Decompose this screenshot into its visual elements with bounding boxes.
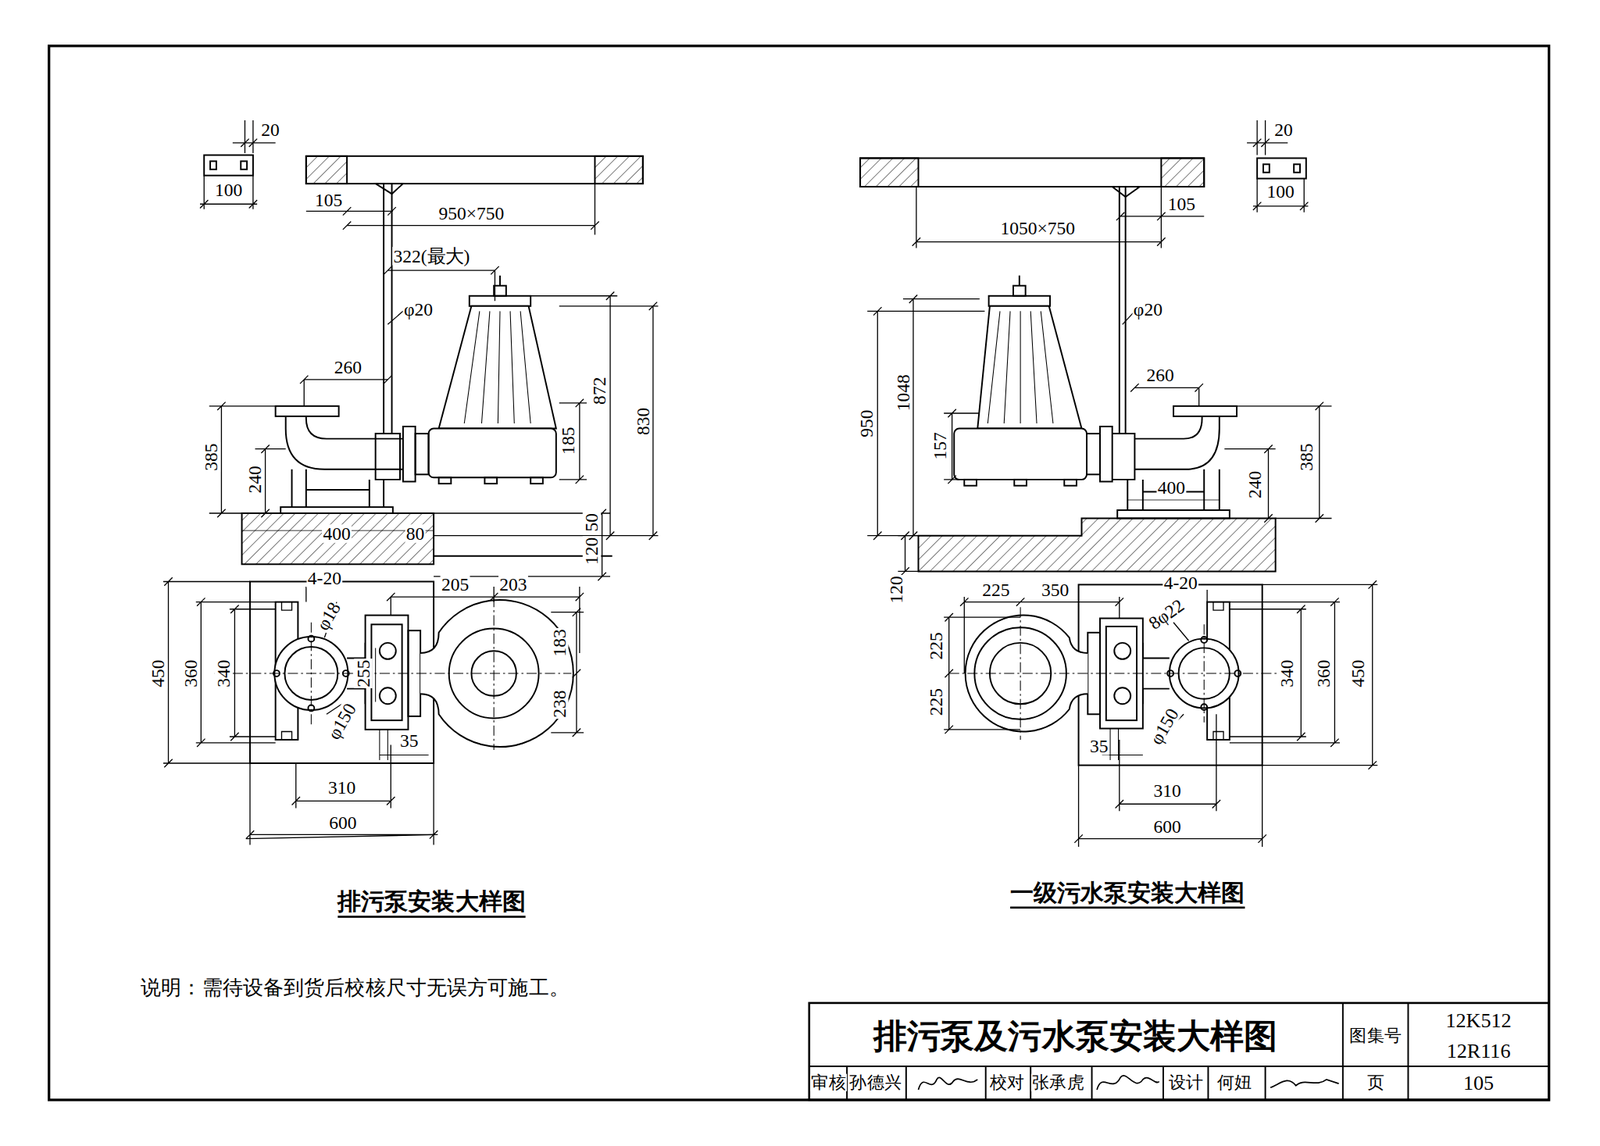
dimension-text: 100 [214,180,244,200]
dimension-text: 340 [214,658,233,689]
dimension-text: 105 [314,190,344,210]
dimension-text: 350 [1040,580,1071,600]
dimension-text: 1050×750 [999,219,1076,239]
dimension-text: 225 [926,631,946,661]
title-block [809,1003,1550,1100]
dimension-text: 205 [440,575,471,595]
view-caption: 一级污水泵安装大样图 [1009,881,1247,905]
dimension-text: 450 [1349,658,1368,689]
dimension-text: 830 [633,406,653,436]
dimension-text: 35 [1089,736,1110,756]
dimension-text: 385 [202,442,222,472]
dimension-text: 35 [399,731,420,750]
title-block-cell: 何妞 [1216,1074,1254,1092]
dimension-text: 385 [1296,442,1316,472]
view-caption: 排污泵安装大样图 [336,890,527,915]
dimension-text: 360 [181,658,200,689]
dimension-text: 203 [498,575,529,595]
dimension-text: 310 [1152,781,1183,800]
title-block-cell: 图集号 [1348,1027,1403,1045]
title-block-cell: 页 [1365,1074,1386,1092]
dimension-text: 120 [886,575,906,605]
dimension-text: 400 [1156,478,1186,498]
dimension-text: 20 [1273,120,1294,140]
sewage-pump-elevation [203,155,643,565]
primary-sewage-pump-plan [949,584,1286,765]
dimension-text: 225 [926,687,946,718]
title-block-cell: 孙德兴 [848,1074,903,1092]
note-text: 说明：需待设备到货后校核尺寸无误方可施工。 [139,977,571,998]
dimension-text: 225 [981,580,1011,600]
dimension-text: φ18 [312,598,344,635]
dimension-text: 105 [1167,194,1197,214]
dimension-lines [163,577,584,845]
dimension-text: 8φ22 [1144,595,1189,634]
dimension-text: 120 [582,535,602,566]
primary-sewage-pump-elevation [860,157,1307,572]
title-block-cell: 12K512 [1444,1010,1513,1031]
dimension-text: 1048 [893,373,913,413]
dimension-text: 600 [328,813,358,833]
title-block-cell: 设计 [1167,1074,1204,1092]
dimension-lines [200,120,658,581]
dimension-text: 360 [1314,658,1333,689]
dimension-text: φ20 [403,300,435,319]
title-block-cell: 张承虎 [1031,1074,1086,1092]
dimension-text: 50 [582,512,602,533]
title-block-cell: 105 [1462,1072,1496,1093]
dimension-text: φ20 [1132,300,1165,319]
dimension-text: 240 [1246,469,1265,500]
dimension-lines [867,120,1332,576]
dimension-text: 260 [332,357,363,377]
dimension-text: 100 [1265,182,1296,202]
title-block-cell: 审核 [810,1074,847,1092]
dimension-text: 450 [149,658,168,689]
dimension-text: 183 [550,628,569,658]
dimension-text: 4-20 [306,569,343,589]
dimension-text: 260 [1145,366,1175,386]
dimension-text: 950 [857,408,876,439]
dimension-text: 950×750 [437,203,505,223]
dimension-text: 255 [353,658,373,689]
title-block-cell: 校对 [989,1074,1026,1092]
sewage-pump-plan [214,581,574,763]
dimension-text: 400 [321,524,352,543]
dimension-text: 322(最大) [392,246,472,266]
dimension-lines [943,580,1378,847]
dimension-text: 310 [327,778,358,798]
dimension-text: 157 [930,431,950,461]
dimension-text: 20 [260,120,281,140]
dimension-text: 4-20 [1162,573,1199,593]
dimension-text: 238 [550,689,569,719]
dimension-text: 80 [405,524,426,543]
dimension-text: 340 [1277,658,1297,689]
dimension-text: φ150 [1146,704,1183,749]
drawing-title: 排污泵及污水泵安装大样图 [872,1018,1279,1053]
dimension-text: 185 [559,425,579,456]
dimension-text: 240 [246,464,265,495]
title-block-cell: 12R116 [1445,1040,1511,1061]
dimension-text: 600 [1152,817,1183,836]
dimension-text: 872 [589,375,609,406]
